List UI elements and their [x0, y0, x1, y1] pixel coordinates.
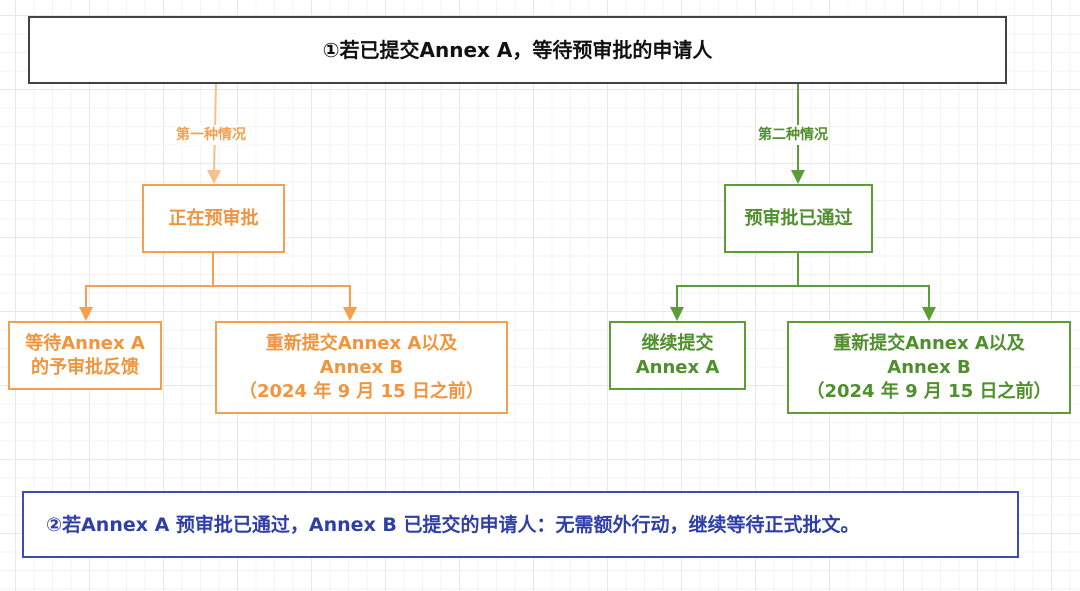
case1-node: 正在预审批	[142, 184, 285, 253]
bottom-box: ②若Annex A 预审批已通过，Annex B 已提交的申请人：无需额外行动，…	[22, 491, 1019, 558]
text-line: Annex A	[635, 356, 720, 378]
case2-node-text: 预审批已通过	[744, 207, 853, 229]
case2-label: 第二种情况	[758, 125, 828, 145]
case1-node-text: 正在预审批	[168, 207, 259, 229]
top-box-text: ①若已提交Annex A，等待预审批的申请人	[322, 38, 713, 62]
text-line: 的予审批反馈	[30, 356, 139, 378]
green-arrowheads	[670, 170, 936, 321]
text-line: 重新提交Annex A以及	[265, 332, 458, 354]
text-line: Annex B	[887, 356, 971, 378]
text-line: Annex B	[319, 356, 404, 378]
case2-node: 预审批已通过	[724, 184, 873, 253]
case1-label: 第一种情况	[176, 125, 246, 145]
text-line: 重新提交Annex A以及	[833, 332, 1025, 354]
bottom-box-text: ②若Annex A 预审批已通过，Annex B 已提交的申请人：无需额外行动，…	[46, 513, 860, 536]
orange-arrowheads	[79, 170, 357, 321]
text-line: （2024 年 9 月 15 日之前）	[806, 380, 1052, 402]
text-line: 继续提交	[641, 332, 714, 354]
text-line: （2024 年 9 月 15 日之前）	[238, 380, 484, 402]
text-line: 等待Annex A	[25, 332, 145, 354]
top-box: ①若已提交Annex A，等待预审批的申请人	[28, 16, 1007, 84]
